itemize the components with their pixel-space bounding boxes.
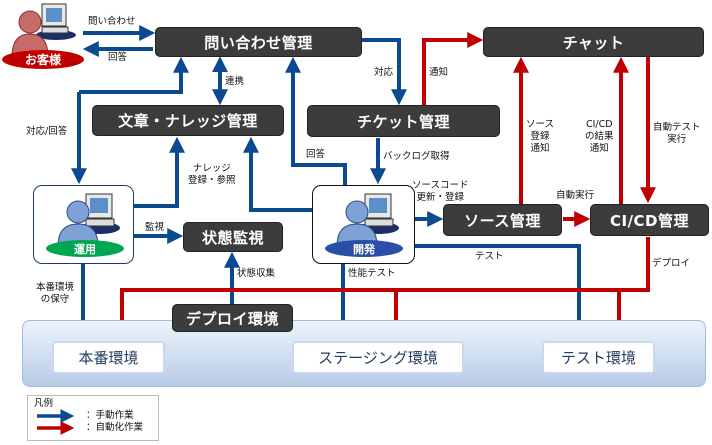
label-auto-run: 自動実行 [556,190,595,201]
legend-title: 凡例 [34,398,54,409]
cicd-management[interactable]: CI/CD管理 [590,204,709,236]
arrow-dev-answer [285,56,347,185]
arrow-ops-knowledge [134,136,185,208]
label-backlog: バックログ取得 [383,151,450,162]
ops-label: 運用 [46,240,124,257]
label-source-notify: ソース登録通知 [526,119,555,154]
env-test[interactable]: テスト環境 [542,341,655,374]
label-inquire: 問い合わせ [88,16,136,27]
label-knowledge-register: ナレッジ登録・参照 [188,163,236,186]
label-link: 連携 [225,76,245,87]
source-management[interactable]: ソース管理 [443,204,562,236]
inquiry-management[interactable]: 問い合わせ管理 [155,27,362,57]
env-production[interactable]: 本番環境 [52,341,165,374]
arrow-ticket-notify [422,32,484,105]
label-perf-test: 性能テスト [348,268,396,279]
dev-label: 開発 [325,240,403,257]
label-dev-answer: 回答 [306,149,326,160]
deploy-environment[interactable]: デプロイ環境 [172,304,293,332]
label-watch: 監視 [145,222,165,233]
label-answer: 回答 [108,52,128,63]
knowledge-management[interactable]: 文章・ナレッジ管理 [92,105,284,136]
status-monitoring[interactable]: 状態監視 [183,222,283,252]
ticket-management[interactable]: チケット管理 [307,105,500,137]
actor-ops[interactable]: 運用 [33,185,134,264]
arrow-respond-answer-up [79,56,189,94]
legend: 凡例 ：手動作業 ：自動化作業 [27,395,159,441]
actor-dev[interactable]: 開発 [312,185,415,264]
legend-arrows [37,409,75,435]
label-maintain: 本番環境の保守 [36,282,75,305]
label-notify: 通知 [429,67,449,78]
label-deploy: デプロイ [652,258,691,269]
label-collect: 状態収集 [237,268,276,279]
arrow-test [415,244,587,342]
label-test: テスト [475,251,504,262]
chat[interactable]: チャット [483,27,704,57]
legend-auto: ：自動化作業 [86,422,144,433]
dev-person-icon [336,193,399,247]
arrow-respond-ticket [362,38,407,106]
label-respond-answer: 対応/回答 [26,126,68,137]
customer-label: お客様 [2,50,84,69]
arrow-dev-knowledge [243,136,312,212]
label-source-update: ソースコード更新・登録 [412,180,469,203]
legend-manual: ：手動作業 [86,410,134,421]
arrow-deploy-line [114,237,650,342]
ops-person-icon [57,193,120,247]
label-autotest: 自動テスト実行 [653,122,701,145]
label-respond: 対応 [374,67,394,78]
env-staging[interactable]: ステージング環境 [292,341,464,374]
customer: お客様 [2,2,84,70]
